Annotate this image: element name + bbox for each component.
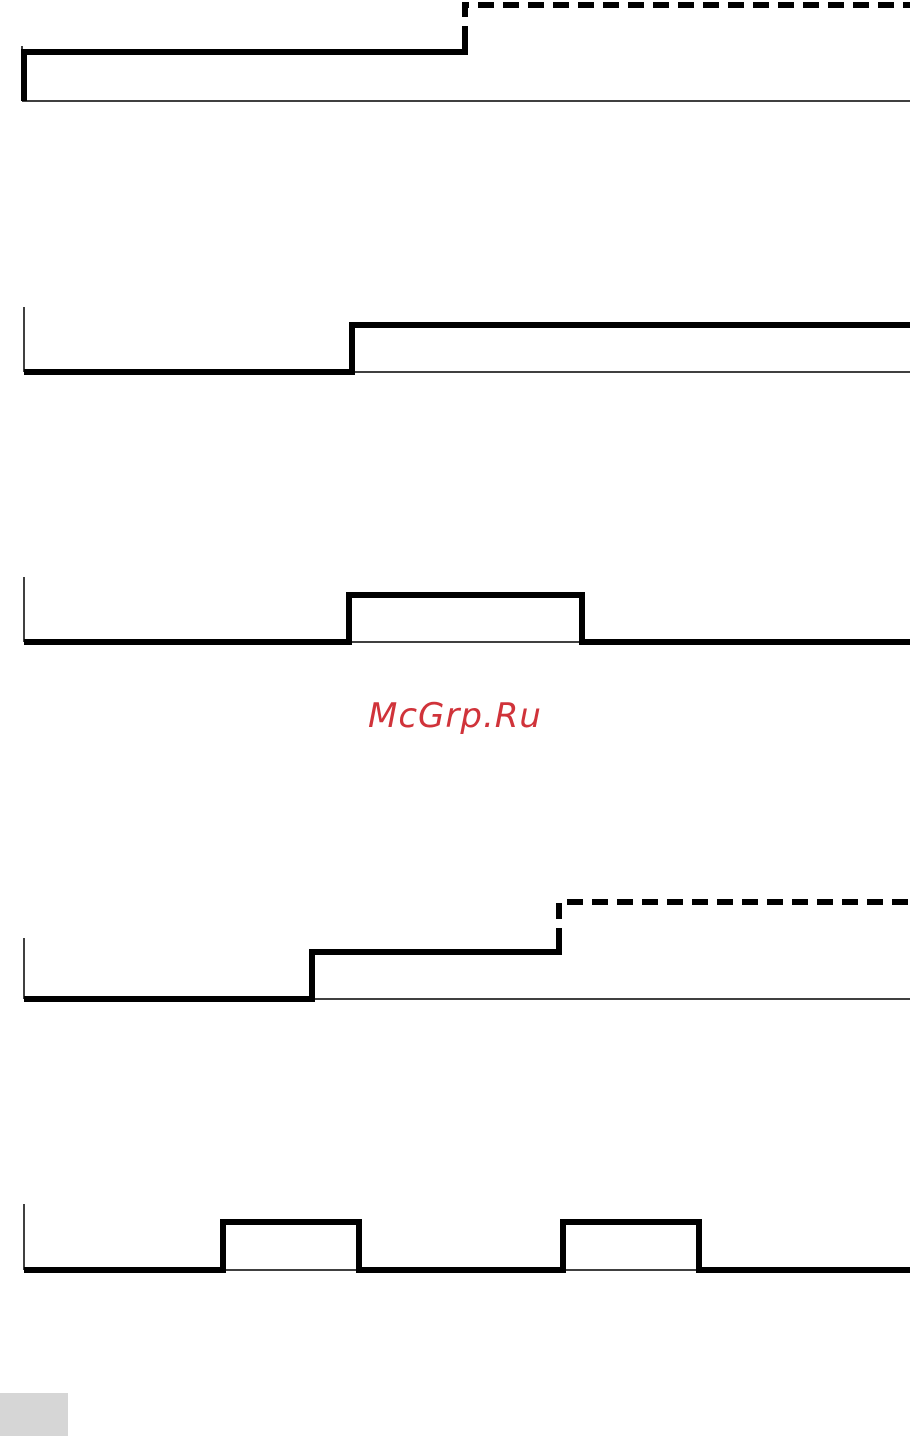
signal-trace-solid bbox=[24, 325, 910, 372]
signal-trace-solid bbox=[24, 1222, 910, 1270]
signal-trace-solid bbox=[24, 944, 559, 999]
signal-trace-dashed bbox=[465, 5, 910, 42]
page-number-tab bbox=[0, 1393, 68, 1436]
diagram-panel-4 bbox=[24, 902, 910, 999]
diagram-panel-2 bbox=[24, 307, 910, 372]
watermark-text: McGrp.Ru bbox=[0, 696, 910, 736]
signal-trace-dashed bbox=[559, 902, 910, 944]
signal-trace-solid bbox=[24, 595, 910, 642]
diagram-panel-3 bbox=[24, 577, 910, 642]
diagram-panel-5 bbox=[24, 1204, 910, 1270]
signal-trace-solid bbox=[24, 42, 465, 101]
diagram-panel-1 bbox=[22, 5, 910, 101]
